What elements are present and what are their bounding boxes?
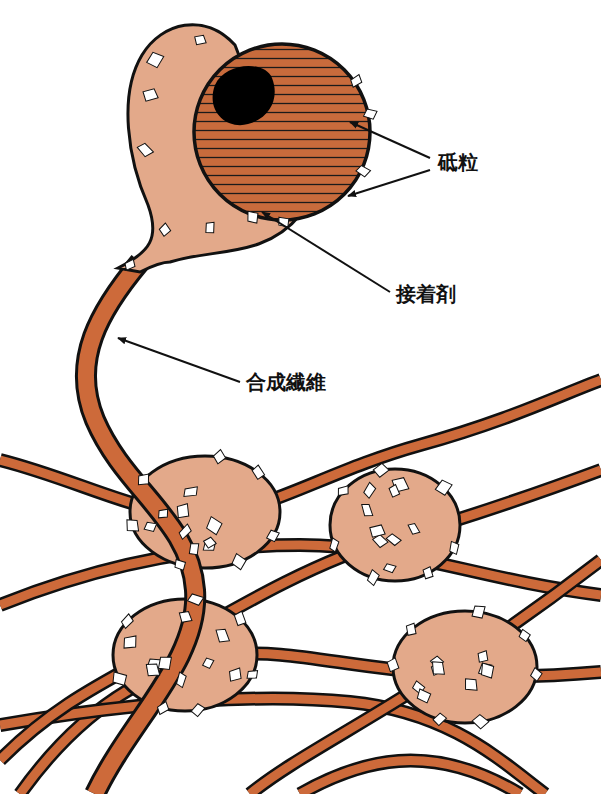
abrasive-grain [386, 533, 401, 547]
abrasive-grain [178, 524, 193, 540]
abrasive-grain [476, 651, 489, 663]
abrasive-grain [113, 672, 127, 685]
abrasive-grain [251, 465, 266, 480]
abrasive-grain [202, 658, 213, 669]
abrasive-grain [363, 109, 377, 120]
abrasive-grain [435, 479, 452, 496]
abrasive-grain [386, 658, 401, 673]
abrasive-grain [349, 75, 363, 88]
abrasive-grain [518, 629, 530, 642]
abrasive-grain [156, 702, 171, 716]
abrasive-grain [176, 672, 187, 688]
main-fiber [86, 262, 195, 794]
abrasive-grain [472, 713, 489, 730]
abrasive-grain [530, 668, 543, 682]
abrasive-grain [363, 482, 377, 498]
abrasive-grains [113, 34, 543, 730]
abrasive-grain [481, 663, 494, 678]
abrasive-grain [369, 523, 385, 539]
abrasive-grain [157, 509, 169, 518]
abrasive-grain [203, 536, 216, 549]
abrasive-grain [431, 660, 444, 676]
abrasive-grain [472, 606, 485, 618]
leader-lines [118, 122, 430, 382]
abrasive-grain [405, 623, 418, 636]
abrasive-grain [144, 522, 157, 532]
abrasive-grain [388, 484, 401, 498]
abrasive-grain [337, 486, 350, 497]
abrasive-grain [266, 530, 279, 543]
abrasive-grain [422, 567, 435, 580]
abrasive-grain [158, 657, 171, 669]
abrasive-grain [183, 487, 199, 497]
abrasive-grain [175, 559, 186, 570]
abrasive-grain [146, 52, 164, 69]
abrasive-grain [432, 712, 446, 726]
abrasive-grain [187, 593, 203, 606]
abrasive-grain [212, 450, 227, 465]
abrasive-grain [123, 259, 136, 271]
abrasive-grain [248, 211, 258, 223]
abrasive-grain [191, 703, 205, 718]
abrasive-grain [407, 522, 419, 536]
abrasive-grain [175, 504, 190, 519]
abrasive-grain [227, 668, 243, 682]
fiber-label: 合成繊維 [244, 370, 328, 394]
abrasive-grain [215, 627, 229, 644]
abrasive-grain [145, 662, 159, 678]
abrasive-grain [194, 34, 206, 46]
abrasive-grain [122, 636, 138, 649]
abrasive-grain [142, 87, 158, 103]
background-fibers [0, 380, 601, 794]
abrasive-grain [417, 689, 431, 703]
abrasive-grain [120, 614, 135, 629]
abrasive-grain [449, 541, 459, 554]
abrasive-grain [189, 544, 199, 555]
abrasive-grain [329, 538, 339, 552]
abrasive-grain [361, 502, 373, 518]
abrasive-grain [178, 610, 192, 624]
fiber-cross-section [118, 25, 370, 272]
abrasive-grain [373, 462, 389, 478]
abrasive-grain [356, 164, 371, 177]
abrasive-grain [205, 222, 215, 233]
abrasive-grain [158, 223, 172, 237]
grain-label: 砥粒 [436, 150, 480, 174]
abrasive-grain [383, 563, 396, 573]
abrasive-grain [231, 554, 247, 571]
abrasive-grain [233, 611, 248, 626]
abrasive-grain [126, 518, 139, 532]
abrasive-grain [367, 570, 381, 586]
abrasive-grain [137, 474, 151, 486]
adhesive-blobs [113, 456, 537, 723]
abrasive-grain [137, 142, 154, 159]
abrasive-grain [246, 671, 258, 679]
abrasive-grain [206, 517, 223, 535]
abrasive-grain [464, 678, 477, 692]
adhesive-label: 接着剤 [394, 282, 458, 306]
